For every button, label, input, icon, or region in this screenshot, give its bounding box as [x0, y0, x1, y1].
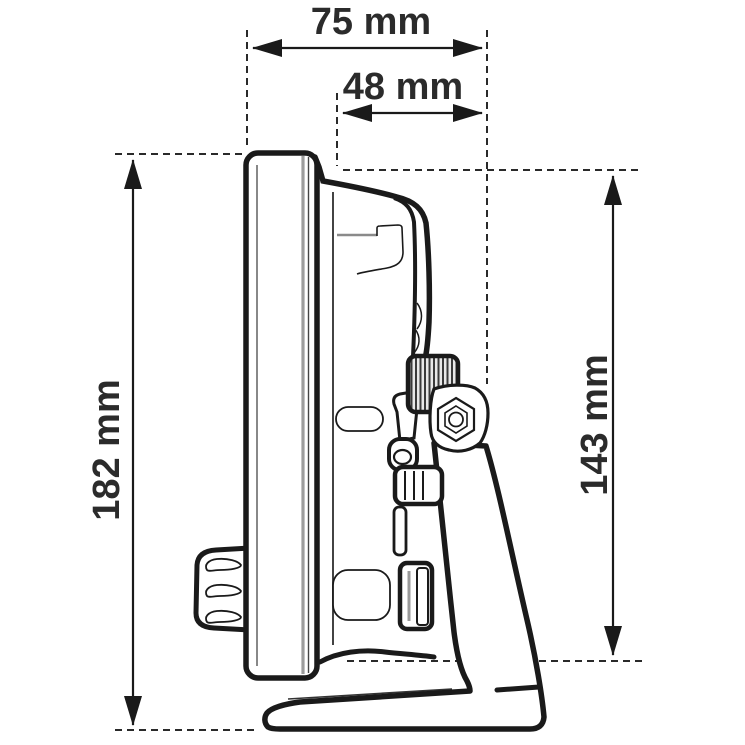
clip-detail-outline — [356, 224, 404, 275]
front-bezel-panel — [243, 150, 320, 681]
dimension-label-bracket-height: 143 mm — [574, 354, 616, 496]
dimension-label-upper-depth: 48 mm — [343, 66, 463, 108]
rear-connector-plug-ribs — [404, 471, 424, 500]
lower-recess-outline — [332, 569, 391, 621]
dimension-label-overall-depth: 75 mm — [311, 1, 431, 43]
body-rear-outer-edge — [312, 154, 433, 362]
body-rear-inner-edge — [393, 196, 418, 358]
rear-rail — [392, 505, 408, 557]
bracket-base-chamfer-line — [287, 688, 453, 700]
dimension-lines — [124, 39, 622, 726]
hex-boss-center-hole — [448, 411, 464, 428]
front-knob-grip-3 — [205, 609, 242, 624]
lower-connector-insert — [416, 567, 429, 626]
upper-vent-slot — [335, 406, 384, 432]
bracket-base-top-edge-right — [494, 684, 542, 693]
body-underside-edge — [317, 648, 437, 665]
rear-connector-plug — [392, 464, 445, 507]
front-knob-grip-2 — [205, 583, 242, 598]
front-knob-grip-1 — [205, 557, 242, 572]
body-rear-detail-arcs — [413, 302, 423, 354]
bracket-arm-and-base — [262, 440, 547, 732]
dimension-label-overall-height: 182 mm — [86, 379, 128, 521]
pivot-barrel-hole — [392, 448, 413, 466]
device-illustration — [193, 150, 547, 732]
